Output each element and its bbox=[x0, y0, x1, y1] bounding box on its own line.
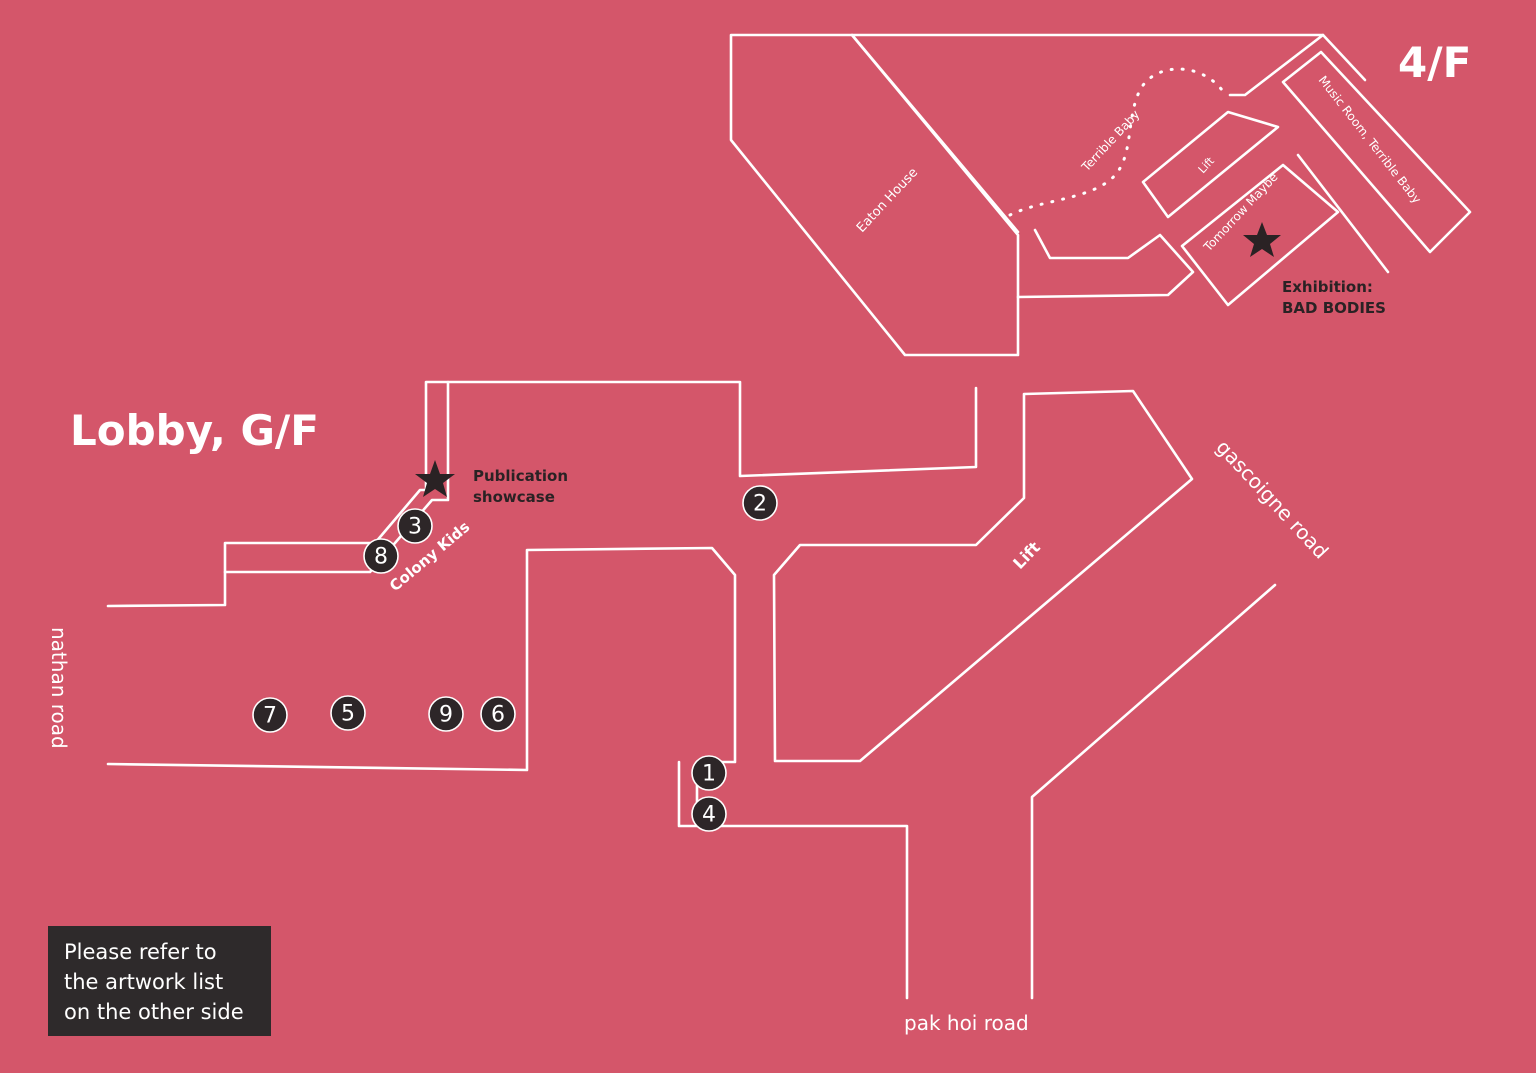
marker-3[interactable]: 3 bbox=[397, 508, 433, 544]
lobby-inner-wall bbox=[223, 380, 450, 574]
marker-3-number: 3 bbox=[408, 515, 422, 540]
note-line-2: the artwork list bbox=[64, 970, 224, 994]
artwork-list-note: Please refer to the artwork list on the … bbox=[48, 926, 271, 1036]
exhibition-name: BAD BODIES bbox=[1282, 299, 1386, 317]
marker-6-number: 6 bbox=[491, 703, 505, 728]
marker-1[interactable]: 1 bbox=[691, 755, 727, 791]
note-line-1: Please refer to bbox=[64, 940, 217, 964]
marker-5[interactable]: 5 bbox=[330, 695, 366, 731]
upper-floor-plan bbox=[729, 33, 1472, 357]
marker-6[interactable]: 6 bbox=[480, 696, 516, 732]
marker-8-number: 8 bbox=[374, 545, 388, 570]
marker-2-number: 2 bbox=[753, 492, 767, 517]
marker-2[interactable]: 2 bbox=[742, 485, 778, 521]
marker-7[interactable]: 7 bbox=[252, 697, 288, 733]
eaton-house-label: Eaton House bbox=[854, 165, 921, 235]
exhibition-label: Exhibition: bbox=[1282, 278, 1373, 296]
upper-floor-title: 4/F bbox=[1398, 38, 1471, 87]
marker-5-number: 5 bbox=[341, 702, 355, 727]
note-line-3: on the other side bbox=[64, 1000, 244, 1024]
marker-9-number: 9 bbox=[439, 703, 453, 728]
marker-4[interactable]: 4 bbox=[691, 796, 727, 832]
tomorrow-maybe-room bbox=[1180, 163, 1340, 307]
publication-label-line1: Publication bbox=[473, 467, 568, 485]
music-room-wall bbox=[1281, 50, 1472, 254]
gascoigne-road-label: gascoigne road bbox=[1211, 435, 1333, 563]
music-room-inner bbox=[1296, 153, 1390, 274]
publication-star-icon bbox=[415, 460, 455, 497]
lobby-title: Lobby, G/F bbox=[70, 406, 319, 455]
marker-9[interactable]: 9 bbox=[428, 696, 464, 732]
upper-lift-box bbox=[1141, 110, 1280, 219]
lobby-bottom-wall bbox=[106, 546, 737, 820]
pak-hoi-road-label: pak hoi road bbox=[904, 1011, 1029, 1035]
upper-outer-wall bbox=[729, 33, 1325, 357]
marker-4-number: 4 bbox=[702, 803, 716, 828]
lobby-lift-label: Lift bbox=[1009, 538, 1044, 573]
gascoigne-road-edge bbox=[1030, 583, 1277, 1000]
lobby-lift-block bbox=[772, 389, 1194, 763]
publication-label-line2: showcase bbox=[473, 488, 555, 506]
nathan-road-label: nathan road bbox=[47, 627, 71, 749]
lobby-entrance-wall bbox=[677, 760, 909, 1000]
marker-8[interactable]: 8 bbox=[363, 538, 399, 574]
marker-7-number: 7 bbox=[263, 704, 277, 729]
upper-corridor-wall bbox=[1016, 228, 1195, 299]
terrible-baby-path bbox=[1008, 67, 1224, 217]
lobby-floor-plan bbox=[106, 380, 1277, 1000]
eaton-house-wall bbox=[850, 33, 1020, 234]
marker-1-number: 1 bbox=[702, 762, 716, 787]
upper-top-wall bbox=[1321, 33, 1367, 82]
terrible-baby-label: Terrible Baby bbox=[1078, 107, 1142, 174]
upper-lift-label: Lift bbox=[1196, 154, 1218, 176]
exhibition-star-icon bbox=[1243, 222, 1281, 257]
